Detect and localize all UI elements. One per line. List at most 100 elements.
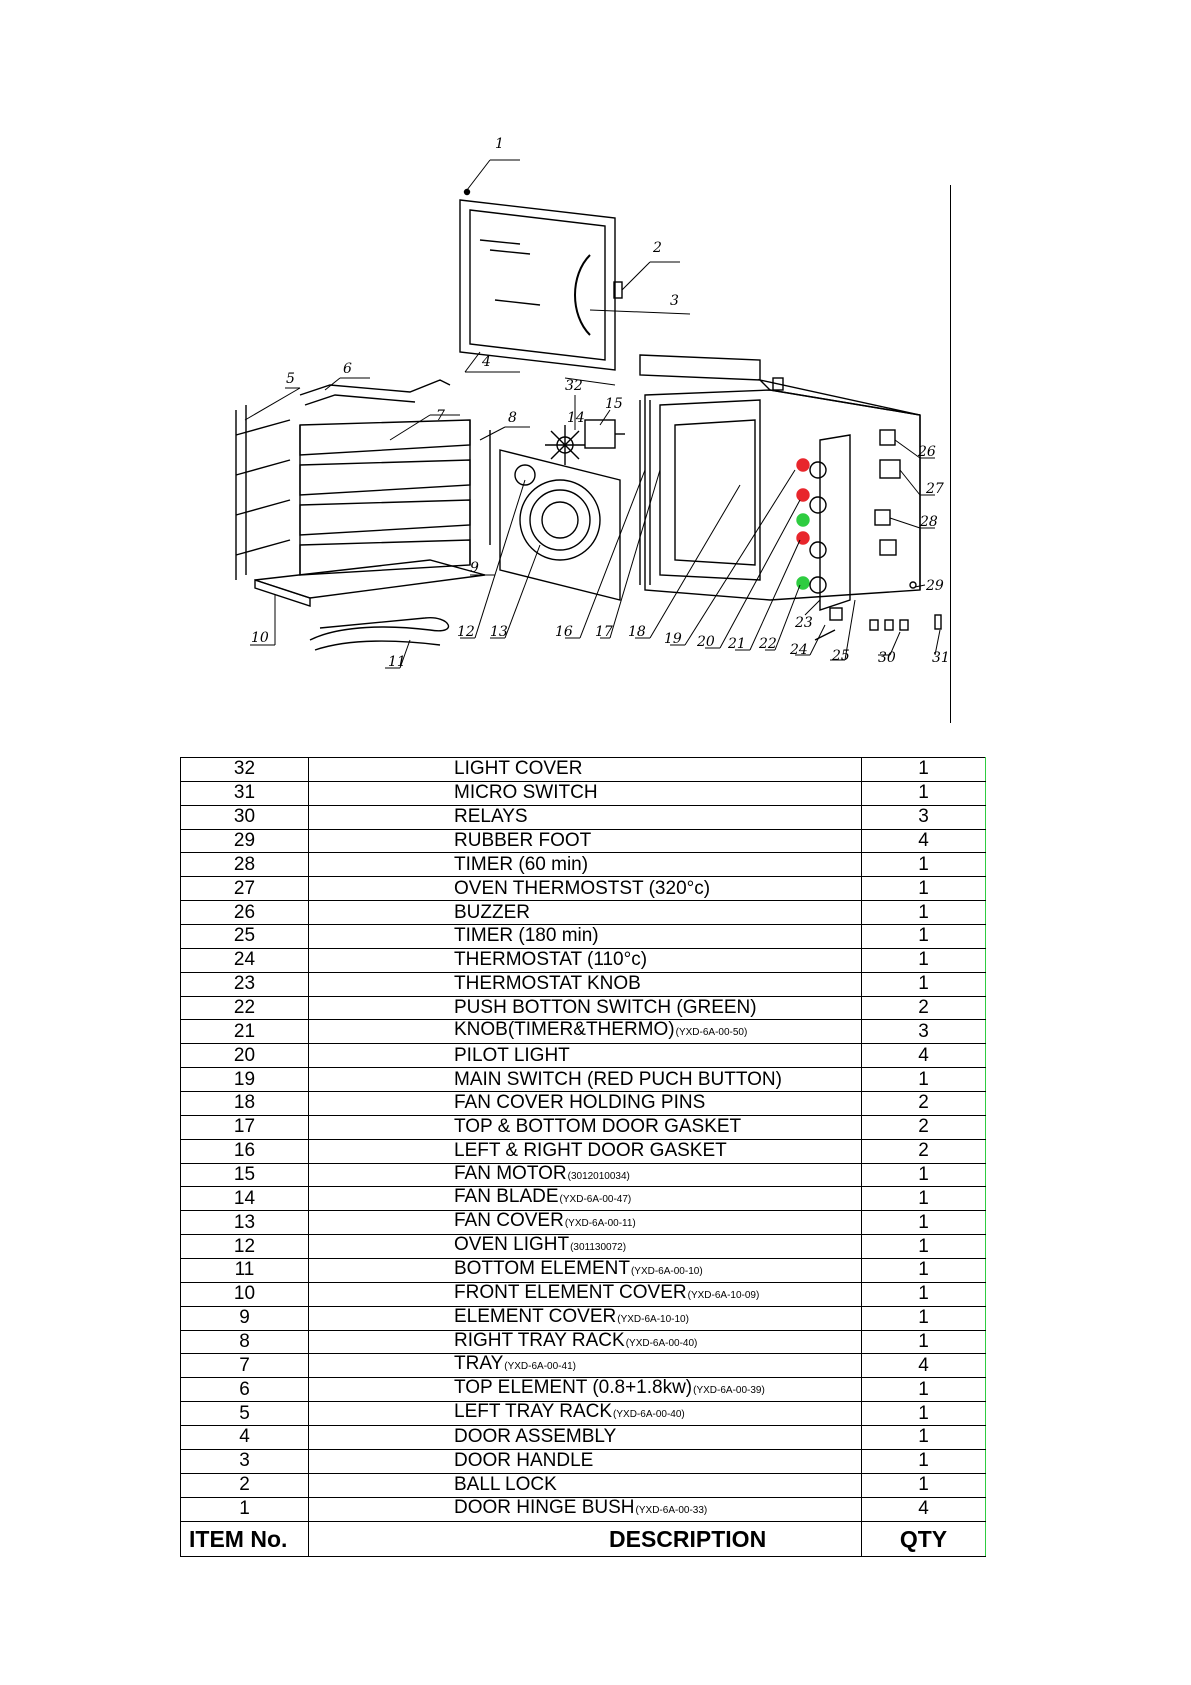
- callout-6: 6: [343, 361, 352, 377]
- qty-cell: 1: [861, 1425, 986, 1450]
- door-assembly-drawing: [459, 188, 623, 371]
- item-no-cell: 25: [180, 924, 309, 949]
- description-cell: DOOR HINGE BUSH(YXD-6A-00-33): [308, 1496, 862, 1522]
- description-cell: LEFT & RIGHT DOOR GASKET: [308, 1138, 862, 1164]
- part-code: (YXD-6A-10-10): [617, 1313, 689, 1325]
- item-no-cell: 31: [180, 780, 309, 806]
- part-code: (YXD-6A-00-40): [625, 1337, 698, 1349]
- description-cell: LEFT TRAY RACK(YXD-6A-00-40): [308, 1401, 862, 1427]
- callout-18: 18: [628, 624, 646, 640]
- item-no-cell: 1: [180, 1496, 309, 1522]
- callout-10: 10: [251, 630, 269, 646]
- part-code: (YXD-6A-00-10): [630, 1265, 703, 1277]
- description-cell: PUSH BOTTON SWITCH (GREEN): [308, 995, 862, 1021]
- description-text: FAN COVER HOLDING PINS: [454, 1092, 706, 1114]
- part-code: (YXD-6A-00-41): [504, 1361, 576, 1373]
- description-cell: TOP & BOTTOM DOOR GASKET: [308, 1114, 862, 1140]
- callout-16: 16: [555, 624, 573, 640]
- callout-22: 22: [758, 636, 777, 652]
- qty-cell: 2: [861, 995, 986, 1021]
- part-code: (YXD-6A-00-33): [635, 1504, 708, 1516]
- callout-27: 27: [925, 481, 944, 497]
- qty-cell: 1: [861, 947, 986, 973]
- description-text: BOTTOM ELEMENT: [454, 1258, 630, 1279]
- edge-ruler: [950, 185, 951, 723]
- description-cell: FAN BLADE(YXD-6A-00-47): [308, 1186, 862, 1212]
- description-text: BALL LOCK: [454, 1474, 557, 1496]
- item-no-cell: 2: [180, 1472, 309, 1498]
- qty-cell: 2: [861, 1091, 986, 1116]
- description-cell: TIMER (60 min): [308, 852, 862, 878]
- oven-body-drawing: [639, 354, 921, 611]
- callout-17: 17: [595, 624, 613, 640]
- qty-cell: 1: [861, 1281, 986, 1307]
- callout-3: 3: [670, 293, 679, 309]
- description-cell: ELEMENT COVER(YXD-6A-10-10): [308, 1305, 862, 1331]
- part-code: (YXD-6A-00-40): [613, 1409, 685, 1421]
- description-text: RUBBER FOOT: [454, 830, 592, 851]
- description-cell: FAN COVER HOLDING PINS: [308, 1091, 862, 1116]
- description-cell: DOOR ASSEMBLY: [308, 1425, 862, 1450]
- control-knobs-drawing: [796, 458, 827, 594]
- item-no-cell: 15: [180, 1162, 309, 1188]
- callout-25: 25: [831, 648, 850, 664]
- description-text: RIGHT TRAY RACK: [454, 1330, 625, 1351]
- tray-rack-drawing: [235, 379, 491, 580]
- header-item-no: ITEM No.: [180, 1520, 309, 1557]
- header-qty: QTY: [861, 1520, 986, 1557]
- qty-cell: 2: [861, 1138, 986, 1164]
- description-cell: MICRO SWITCH: [308, 780, 862, 806]
- description-text: TIMER (180 min): [454, 925, 599, 947]
- callout-24: 24: [789, 642, 808, 658]
- qty-cell: 1: [861, 1234, 986, 1260]
- callout-2: 2: [652, 240, 662, 256]
- qty-cell: 4: [861, 828, 986, 854]
- description-text: FAN MOTOR: [454, 1163, 567, 1184]
- item-no-cell: 12: [180, 1234, 309, 1260]
- callout-5: 5: [286, 371, 295, 387]
- callout-20: 20: [696, 634, 715, 650]
- qty-cell: 1: [861, 1186, 986, 1212]
- part-code: (3012010034): [567, 1170, 630, 1182]
- qty-cell: 1: [861, 876, 986, 902]
- item-no-cell: 26: [180, 900, 309, 926]
- description-text: FAN COVER: [454, 1210, 564, 1232]
- description-cell: MAIN SWITCH (RED PUCH BUTTON): [308, 1067, 862, 1093]
- callout-15: 15: [605, 396, 623, 412]
- qty-cell: 1: [861, 1258, 986, 1283]
- description-text: LIGHT COVER: [454, 758, 583, 780]
- description-cell: THERMOSTAT KNOB: [308, 971, 862, 997]
- description-cell: RIGHT TRAY RACK(YXD-6A-00-40): [308, 1329, 862, 1355]
- item-no-cell: 7: [180, 1353, 309, 1379]
- description-cell: BOTTOM ELEMENT(YXD-6A-00-10): [308, 1258, 862, 1283]
- item-no-cell: 10: [180, 1281, 309, 1307]
- callout-7: 7: [436, 408, 445, 424]
- callout-12: 12: [457, 624, 475, 640]
- qty-cell: 1: [861, 1377, 986, 1403]
- qty-cell: 1: [861, 971, 986, 997]
- header-description: DESCRIPTION: [308, 1520, 862, 1557]
- item-no-cell: 14: [180, 1186, 309, 1212]
- description-cell: FRONT ELEMENT COVER(YXD-6A-10-09): [308, 1281, 862, 1307]
- exploded-view-diagram: 1 2 3 4 5 6 7 8 9 10 11 12 13 14 15 16 1…: [235, 136, 950, 670]
- description-text: MAIN SWITCH (RED PUCH BUTTON): [454, 1068, 782, 1090]
- description-text: TOP ELEMENT (0.8+1.8kw): [454, 1377, 693, 1399]
- part-code: (YXD-6A-00-39): [693, 1385, 765, 1397]
- description-cell: BALL LOCK: [308, 1472, 862, 1498]
- item-no-cell: 24: [180, 947, 309, 973]
